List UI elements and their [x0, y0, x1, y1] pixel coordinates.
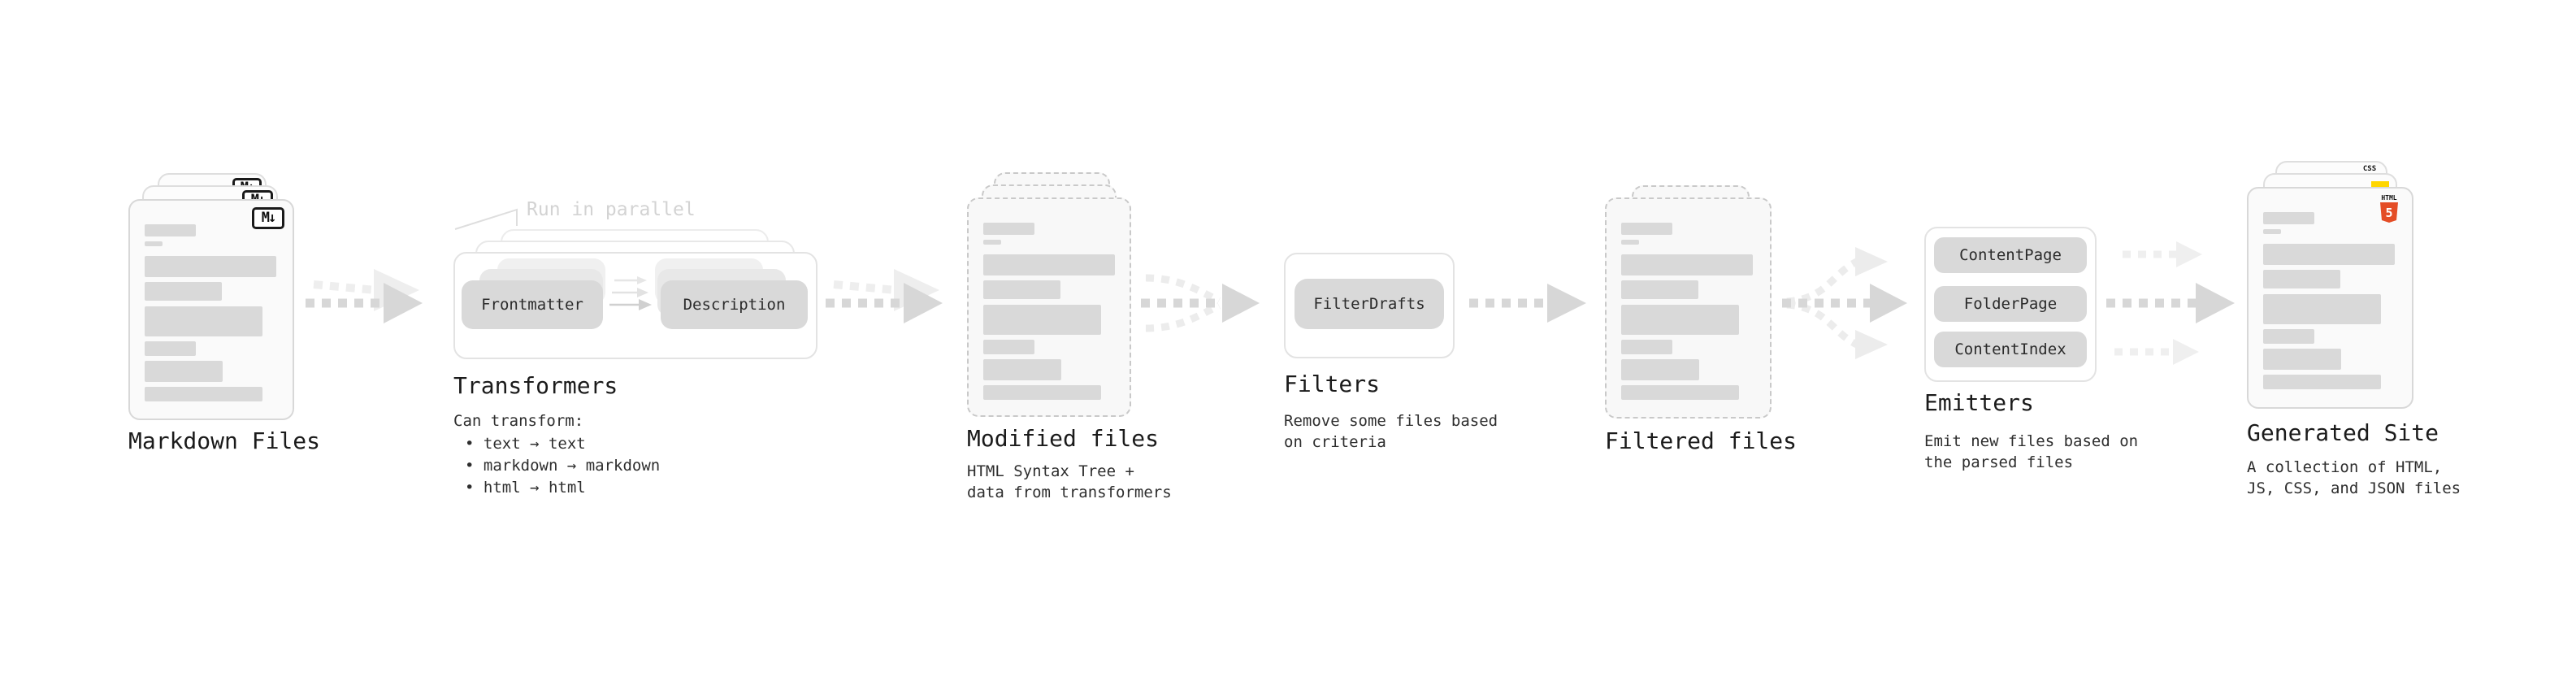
placeholder-bar	[145, 306, 262, 336]
generated-site-desc: JS, CSS, and JSON files	[2247, 479, 2461, 497]
placeholder-bar	[1621, 305, 1739, 335]
chip-filterdrafts: FilterDrafts	[1295, 279, 1444, 329]
filtered-file-card-front	[1605, 197, 1772, 419]
generated-site-desc: A collection of HTML,	[2247, 458, 2443, 476]
flow-arrows-emitters-to-generated	[2106, 241, 2235, 365]
stage-label-filtered-files: Filtered files	[1605, 427, 1798, 454]
transformers-bullet: • markdown → markdown	[465, 457, 661, 475]
placeholder-bar	[1621, 254, 1753, 275]
flow-arrow-filters-to-filtered	[1469, 284, 1586, 323]
chip-description: Description	[661, 280, 808, 329]
stage-label-filters: Filters	[1284, 371, 1381, 397]
emitters-desc: Emit new files based on	[1924, 432, 2139, 450]
chip-frontmatter: Frontmatter	[462, 280, 603, 329]
chip-contentindex: ContentIndex	[1934, 332, 2087, 367]
placeholder-bar	[1621, 280, 1698, 299]
placeholder-bar	[145, 241, 163, 246]
placeholder-bar	[2263, 375, 2381, 389]
transformers-desc-title: Can transform:	[453, 412, 584, 430]
flow-arrow-markdown-to-transformers	[306, 269, 423, 323]
stage-label-generated-site: Generated Site	[2247, 419, 2439, 446]
placeholder-bar	[145, 282, 222, 301]
parallel-mini-arrows	[609, 276, 652, 310]
html5-icon: HTML 5	[2379, 194, 2399, 223]
flow-arrow-fanout-filtered-to-emitters	[1782, 247, 1907, 359]
placeholder-bar	[983, 240, 1001, 245]
placeholder-bar	[983, 359, 1061, 380]
placeholder-bar	[145, 341, 196, 356]
placeholder-bar	[1621, 359, 1699, 380]
stage-label-transformers: Transformers	[453, 372, 618, 399]
markdown-file-card-front: M↓	[128, 199, 294, 420]
placeholder-bar	[2263, 294, 2381, 324]
placeholder-bar	[983, 305, 1101, 335]
placeholder-bar	[983, 254, 1115, 275]
placeholder-bar	[1621, 340, 1672, 354]
flow-arrow-transformers-to-modified	[826, 269, 943, 323]
placeholder-bar	[145, 256, 276, 277]
placeholder-bar	[2263, 329, 2314, 344]
placeholder-bar	[1621, 223, 1672, 235]
placeholder-bar	[983, 385, 1101, 400]
chip-folderpage: FolderPage	[1934, 286, 2087, 322]
callout-line	[454, 208, 518, 230]
emitters-desc: the parsed files	[1924, 453, 2074, 471]
filters-desc: Remove some files based	[1284, 412, 1498, 430]
modified-file-card-front	[967, 197, 1131, 417]
placeholder-bar	[2263, 270, 2340, 288]
placeholder-bar	[983, 340, 1034, 354]
placeholder-bar	[145, 224, 196, 236]
transformers-bullet: • html → html	[465, 479, 586, 497]
placeholder-bar	[2263, 244, 2395, 265]
placeholder-bar	[2263, 349, 2341, 370]
chip-contentpage: ContentPage	[1934, 237, 2087, 273]
modified-files-desc: HTML Syntax Tree +	[967, 462, 1134, 480]
placeholder-bar	[983, 280, 1060, 299]
stage-label-markdown-files: Markdown Files	[128, 427, 321, 454]
generated-html-card: HTML 5	[2247, 187, 2413, 409]
modified-files-desc: data from transformers	[967, 484, 1172, 501]
stage-label-modified-files: Modified files	[967, 425, 1160, 452]
placeholder-bar	[1621, 385, 1739, 400]
placeholder-bar	[145, 361, 223, 382]
transformers-bullet: • text → text	[465, 435, 586, 453]
placeholder-bar	[2263, 212, 2314, 224]
placeholder-bar	[983, 223, 1034, 235]
placeholder-bar	[1621, 240, 1639, 245]
parallel-note: Run in parallel	[527, 199, 696, 220]
placeholder-bar	[145, 387, 262, 401]
markdown-icon: M↓	[252, 207, 284, 229]
stage-label-emitters: Emitters	[1924, 389, 2034, 416]
placeholder-bar	[2263, 229, 2281, 234]
flow-arrow-merge-modified-to-filters	[1141, 274, 1260, 332]
filters-desc: on criteria	[1284, 433, 1386, 451]
